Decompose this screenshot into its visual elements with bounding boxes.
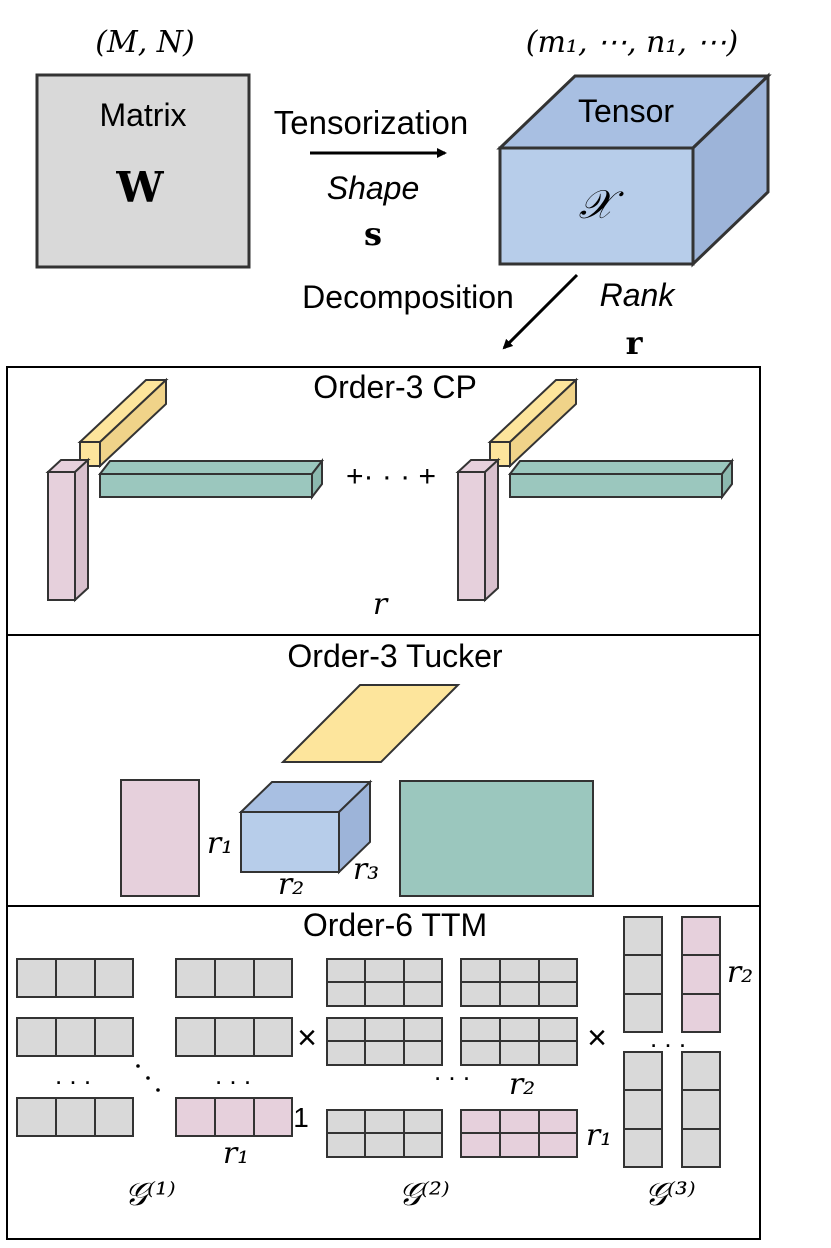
g2-r1-label: r₁ xyxy=(586,1118,612,1153)
tucker-pink-factor xyxy=(120,779,200,897)
rank-label: Rank xyxy=(600,277,677,313)
matrix-shape-label: (M, N) xyxy=(95,25,194,60)
matrix-symbol: W xyxy=(115,163,164,212)
g1-dots-left: . . . xyxy=(55,1060,91,1090)
g2-block xyxy=(326,958,443,1007)
g3-block xyxy=(681,1051,721,1168)
tucker-yellow-factor xyxy=(280,684,461,763)
rank-symbol: r xyxy=(626,324,644,362)
g1-block xyxy=(175,1017,293,1057)
cp-title: Order-3 CP xyxy=(313,369,477,405)
g2-dots: . . . xyxy=(434,1056,470,1086)
g1-dots-right: . . . xyxy=(215,1060,251,1090)
g3-block-highlighted xyxy=(681,916,721,1033)
g2-label: 𝒢⁽²⁾ xyxy=(398,1175,449,1213)
tensor-front-face xyxy=(498,146,695,266)
cp-term2-pink-side xyxy=(484,457,499,603)
g2-block xyxy=(326,1109,443,1158)
decomposition-panels-frame xyxy=(6,366,761,1240)
g1-diagonal-dots xyxy=(136,1064,160,1092)
cp-plus-dots: +· · · + xyxy=(346,460,436,493)
matrix-box xyxy=(35,73,251,269)
g3-block xyxy=(623,916,663,1033)
cp-term1-teal-top xyxy=(97,460,325,475)
g2-block xyxy=(460,958,578,1007)
g3-label: 𝒢⁽³⁾ xyxy=(644,1175,695,1213)
g3-r2-label: r₂ xyxy=(727,955,753,990)
cp-term2-teal-front xyxy=(509,473,723,498)
g1-one-label: 1 xyxy=(293,1102,309,1133)
g1-block xyxy=(16,1017,134,1057)
g1-block xyxy=(16,958,134,998)
cp-term2-pink-front xyxy=(457,471,486,601)
cp-term1-pink-side xyxy=(74,457,89,603)
cp-term1-teal-front xyxy=(99,473,313,498)
g1-block xyxy=(16,1097,134,1137)
cp-term-1 xyxy=(45,377,325,603)
tucker-r1-label: r₁ xyxy=(207,826,233,861)
tucker-teal-factor xyxy=(399,780,594,897)
ttm-times-1: × xyxy=(297,1019,317,1057)
g2-block xyxy=(326,1017,443,1066)
g1-core: . . . . . . 1 r₁ 𝒢⁽¹⁾ xyxy=(16,958,309,1213)
decomposition-label: Decomposition xyxy=(302,279,514,315)
tensor-title: Tensor xyxy=(578,93,674,129)
ttm-times-2: × xyxy=(587,1019,607,1057)
cp-term2-teal-top xyxy=(507,460,735,475)
matrix-title: Matrix xyxy=(99,97,186,133)
tensor-shape-label: (m₁, ⋯, n₁, ⋯) xyxy=(526,25,738,60)
decomposition-arrow xyxy=(502,273,579,350)
tensorization-label: Tensorization xyxy=(274,104,468,141)
shape-symbol: s xyxy=(364,215,382,253)
g2-r2-label: r₂ xyxy=(509,1067,535,1102)
g1-label: 𝒢⁽¹⁾ xyxy=(124,1175,175,1213)
g1-block xyxy=(175,958,293,998)
g2-core: . . . r₂ r₁ 𝒢⁽²⁾ xyxy=(326,958,612,1213)
cp-term-2 xyxy=(455,377,735,603)
cp-rank-label: r xyxy=(373,587,389,622)
shape-label: Shape xyxy=(327,170,420,206)
g1-block-highlighted xyxy=(175,1097,293,1137)
tucker-r3-label: r₃ xyxy=(353,852,379,887)
tucker-title: Order-3 Tucker xyxy=(287,638,503,674)
g2-block-highlighted xyxy=(460,1109,578,1158)
g3-core: . . . r₂ 𝒢⁽³⁾ xyxy=(623,916,753,1213)
tucker-core-tensor xyxy=(238,779,373,875)
tucker-core-front xyxy=(240,811,340,873)
g3-block xyxy=(623,1051,663,1168)
g2-block xyxy=(460,1017,578,1066)
g1-r1-label: r₁ xyxy=(223,1136,249,1171)
ttm-title: Order-6 TTM xyxy=(303,907,487,943)
cp-term1-pink-front xyxy=(47,471,76,601)
g3-dots: . . . xyxy=(650,1023,686,1053)
tucker-r2-label: r₂ xyxy=(278,867,304,902)
